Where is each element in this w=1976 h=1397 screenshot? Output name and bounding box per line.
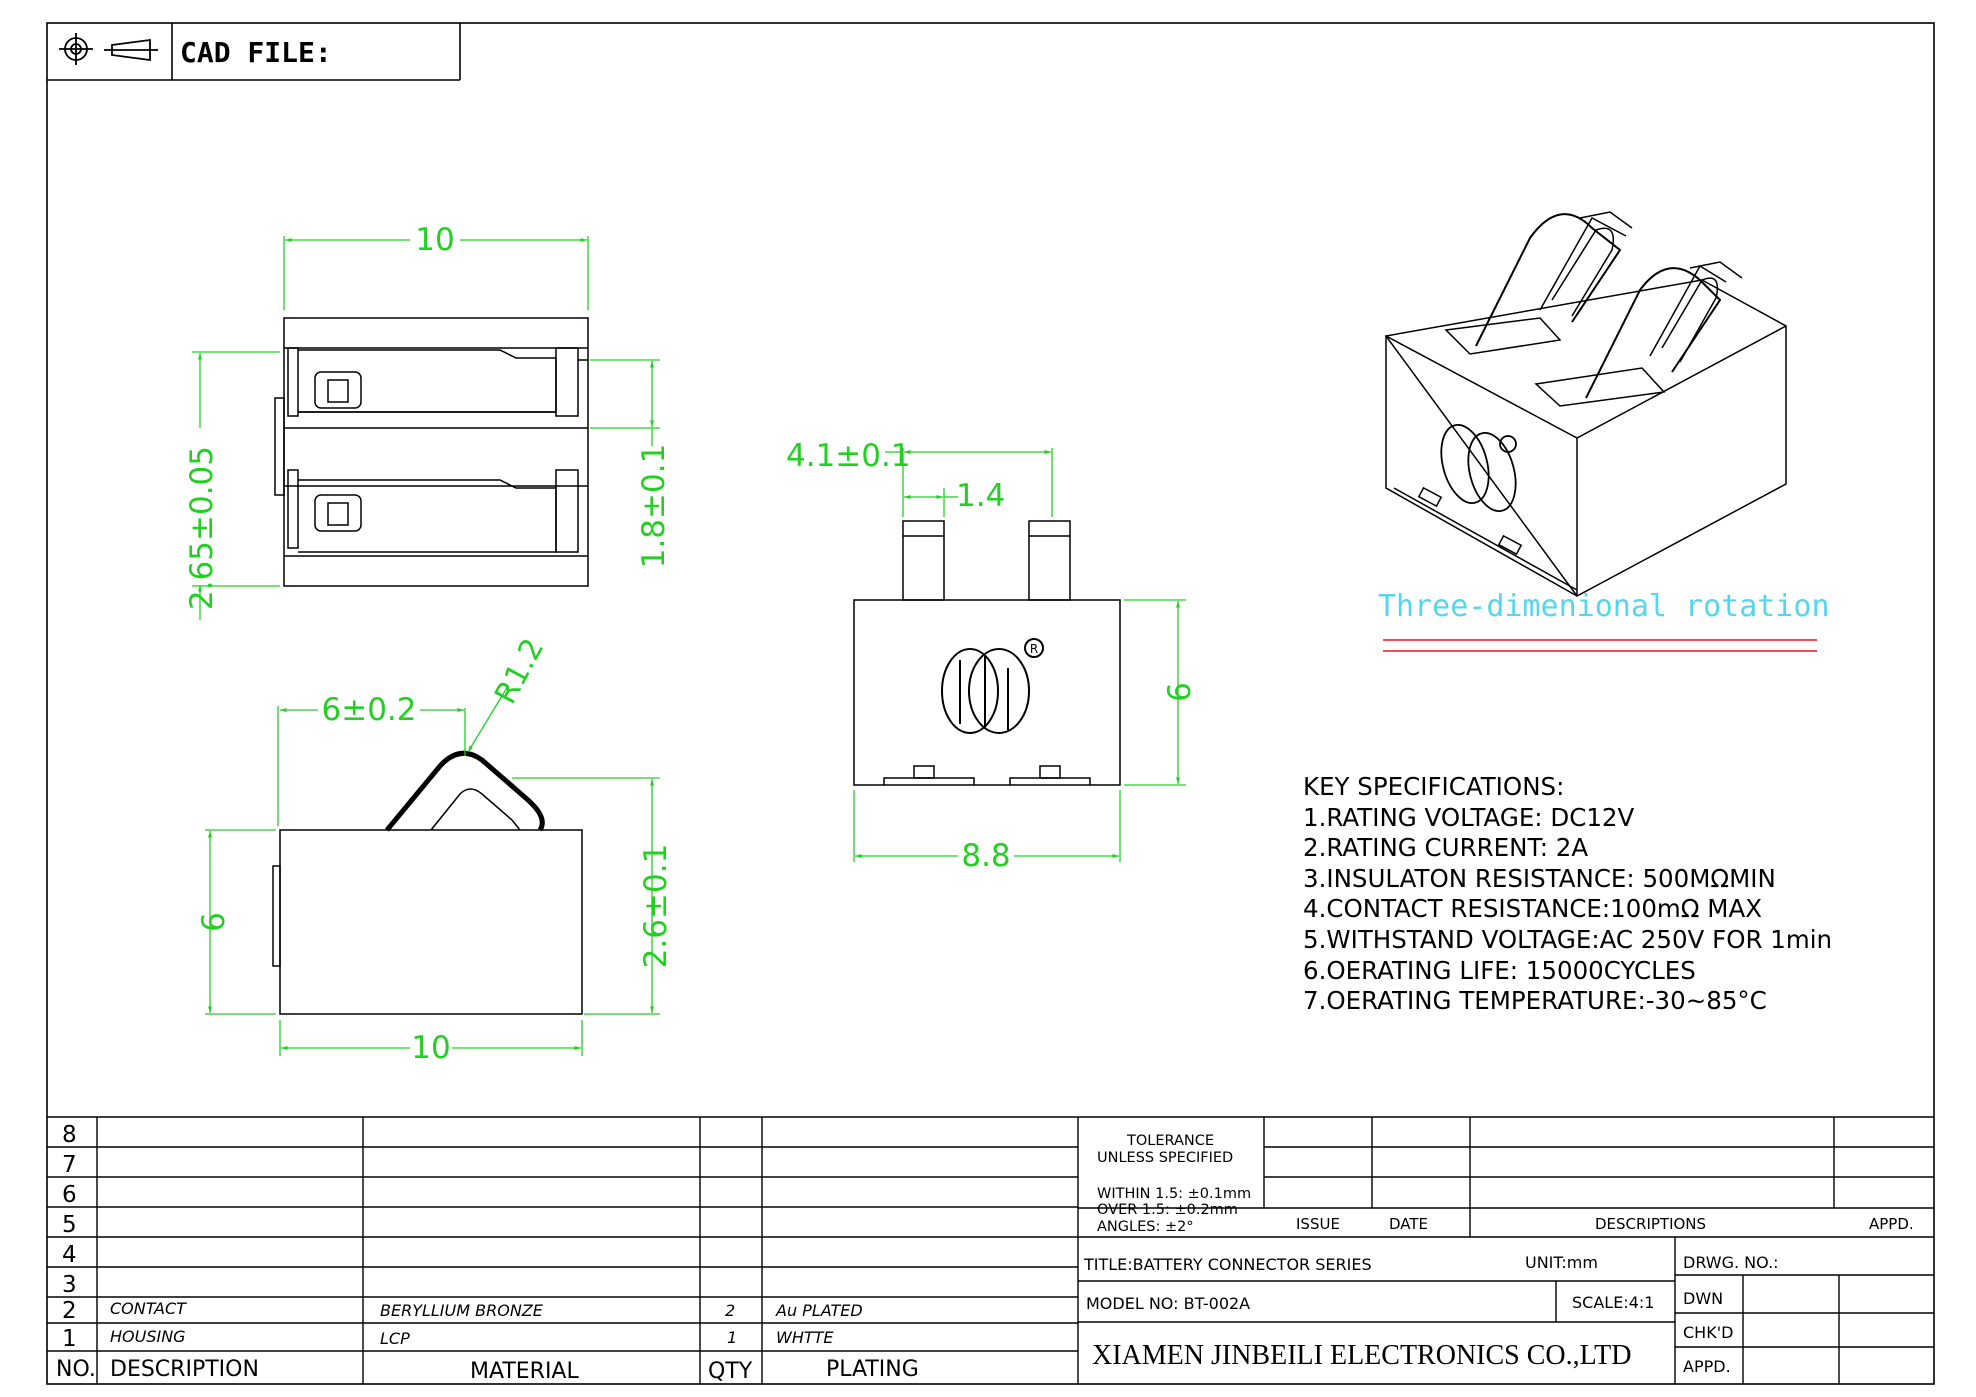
row-number-6: 6	[62, 1182, 77, 1208]
spec-item: 5.WITHSTAND VOLTAGE:AC 250V FOR 1min	[1303, 924, 1833, 954]
specs-title: KEY SPECIFICATIONS:	[1303, 772, 1565, 801]
tolerance-within: WITHIN 1.5: ±0.1mm	[1097, 1186, 1251, 1202]
issue-label: ISSUE	[1296, 1215, 1340, 1233]
spec-item: 2.RATING CURRENT: 2A	[1303, 833, 1589, 863]
scale-label: SCALE:4:1	[1572, 1293, 1654, 1312]
front-height-dimension: 6	[1162, 682, 1198, 702]
drawing-title: TITLE:BATTERY CONNECTOR SERIES	[1083, 1255, 1372, 1274]
tolerance-title: TOLERANCE	[1126, 1133, 1214, 1149]
bom-table-grid	[47, 1116, 1934, 1384]
descriptions-label: DESCRIPTIONS	[1595, 1215, 1706, 1233]
tolerance-subtitle: UNLESS SPECIFIED	[1097, 1150, 1233, 1166]
header-plating: PLATING	[826, 1357, 919, 1382]
header-description: DESCRIPTION	[110, 1357, 259, 1382]
side-height-dimension: 6	[196, 912, 232, 932]
date-label: DATE	[1389, 1215, 1428, 1233]
projection-symbol-circle-icon	[59, 33, 93, 65]
bom-row-2-qty: 2	[725, 1301, 735, 1320]
tolerance-over: OVER 1.5: ±0.2mm	[1097, 1202, 1238, 1218]
approved-label: APPD.	[1683, 1357, 1731, 1376]
side-contact-dimension: 2.6±0.1	[638, 844, 674, 969]
side-radius-dimension: R1.2	[488, 633, 551, 710]
bom-row-numbers: 8 7 6 5 4 3 2 1	[62, 1122, 77, 1352]
bom-row-1-plating: WHTTE	[776, 1328, 834, 1347]
bom-row-1-material: LCP	[380, 1329, 410, 1348]
side-width-dimension: 10	[411, 1030, 450, 1066]
projection-symbol-cone-icon	[104, 38, 158, 62]
bom-row-2-plating: Au PLATED	[775, 1301, 863, 1320]
top-slot-dimension: 1.8±0.1	[636, 444, 672, 569]
top-view	[274, 317, 589, 587]
spec-item: 1.RATING VOLTAGE: DC12V	[1303, 802, 1635, 832]
unit-label: UNIT:mm	[1525, 1253, 1598, 1272]
spec-item: 7.OERATING TEMPERATURE:-30~85°C	[1303, 986, 1767, 1016]
header-no: NO.	[56, 1357, 96, 1382]
rotation-caption: Three-dimenional rotation	[1378, 589, 1830, 624]
top-view-dimensions	[192, 236, 660, 620]
sheet-border	[46, 22, 1935, 1385]
row-number-8: 8	[62, 1122, 77, 1148]
header-box: CAD FILE:	[47, 23, 461, 81]
top-height-dimension: 2.65±0.05	[184, 446, 220, 610]
header-qty: QTY	[708, 1359, 753, 1384]
title-info: TITLE:BATTERY CONNECTOR SERIES UNIT:mm D…	[1083, 1253, 1779, 1376]
isometric-view	[1384, 211, 1787, 597]
bom-header: NO. DESCRIPTION MATERIAL QTY PLATING	[56, 1357, 919, 1384]
drawing-number-label: DRWG. NO.:	[1683, 1253, 1779, 1272]
front-view	[853, 520, 1121, 786]
bom-row-1-qty: 1	[727, 1328, 737, 1347]
side-view	[272, 750, 583, 1015]
cad-file-label: CAD FILE:	[180, 36, 332, 69]
tolerance-notes: TOLERANCE UNLESS SPECIFIED WITHIN 1.5: ±…	[1097, 1133, 1251, 1235]
front-pitch-dimension: 4.1±0.1	[786, 438, 911, 474]
side-length-dimension: 6±0.2	[322, 692, 417, 728]
side-view-dimensions	[205, 685, 660, 1056]
row-number-7: 7	[62, 1152, 77, 1178]
row-number-2: 2	[62, 1298, 77, 1324]
front-contact-width-dimension: 1.4	[956, 478, 1005, 514]
model-number: MODEL NO: BT-002A	[1086, 1294, 1250, 1313]
front-view-dimensions	[853, 448, 1186, 862]
row-number-3: 3	[62, 1272, 77, 1298]
spec-item: 4.CONTACT RESISTANCE:100mΩ MAX	[1303, 894, 1762, 924]
checked-label: CHK'D	[1683, 1323, 1733, 1342]
title-block-grid	[1078, 1117, 1934, 1384]
spec-item: 6.OERATING LIFE: 15000CYCLES	[1303, 955, 1696, 985]
bom-rows: CONTACT BERYLLIUM BRONZE 2 Au PLATED HOU…	[110, 1299, 863, 1348]
top-width-dimension: 10	[415, 222, 454, 258]
company-name: XIAMEN JINBEILI ELECTRONICS CO.,LTD	[1092, 1340, 1632, 1371]
bom-row-1-description: HOUSING	[110, 1327, 186, 1346]
revision-header: ISSUE DATE DESCRIPTIONS APPD.	[1296, 1215, 1914, 1233]
row-number-4: 4	[62, 1242, 77, 1268]
front-width-dimension: 8.8	[961, 838, 1010, 874]
drawn-label: DWN	[1683, 1289, 1723, 1308]
bom-row-2-description: CONTACT	[110, 1299, 187, 1318]
row-number-5: 5	[62, 1212, 77, 1238]
appd-header-label: APPD.	[1869, 1215, 1914, 1233]
header-material: MATERIAL	[470, 1359, 579, 1384]
spec-item: 3.INSULATON RESISTANCE: 500MΩMIN	[1303, 863, 1776, 893]
key-specifications: KEY SPECIFICATIONS: 1.RATING VOLTAGE: DC…	[1303, 772, 1832, 1017]
svg-text:R: R	[1030, 642, 1038, 656]
bom-row-2-material: BERYLLIUM BRONZE	[380, 1301, 544, 1320]
isometric-logo	[1440, 424, 1517, 512]
row-number-1: 1	[62, 1326, 77, 1352]
front-logo: R	[941, 638, 1044, 734]
tolerance-angles: ANGLES: ±2°	[1097, 1219, 1194, 1235]
